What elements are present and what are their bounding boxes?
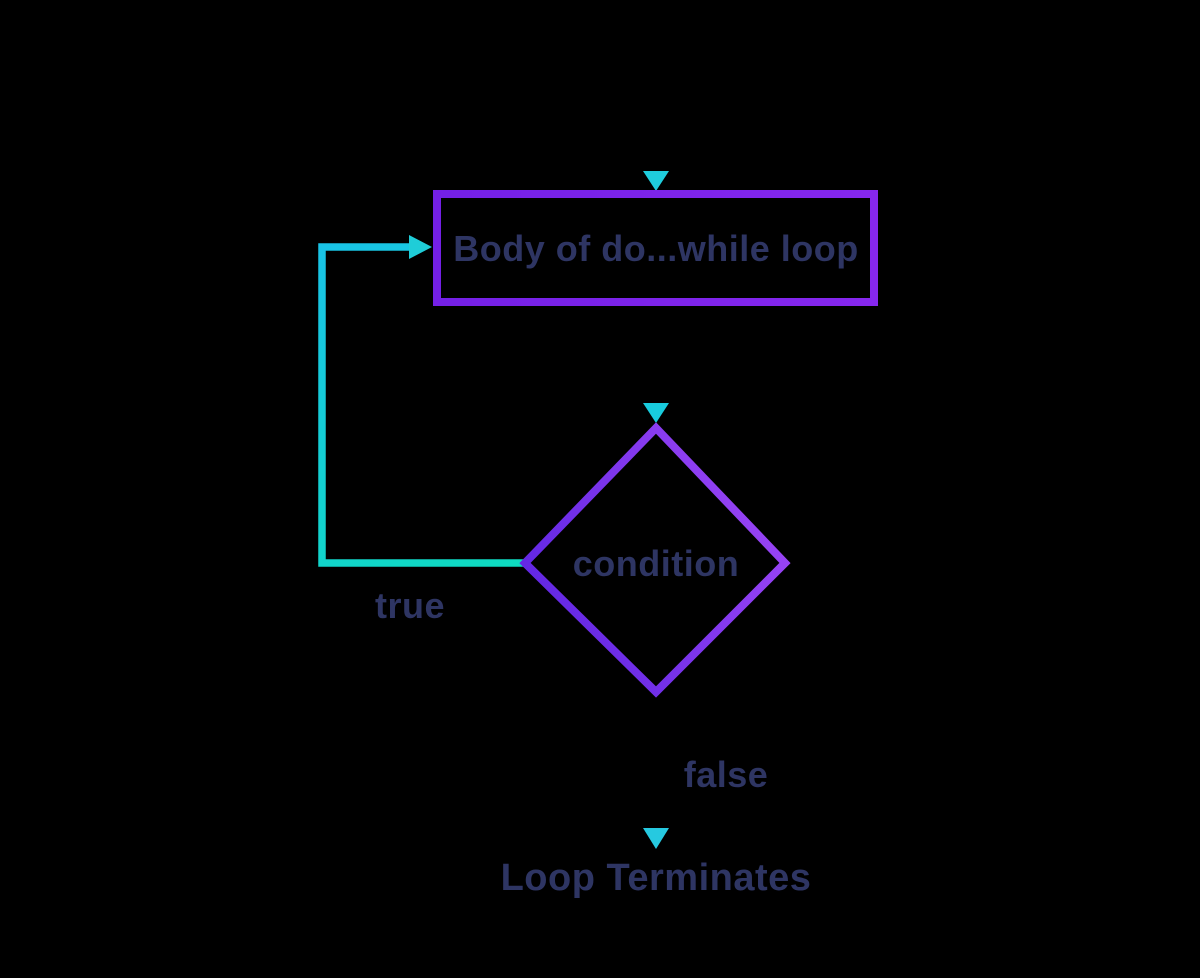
body-to-condition-arrowhead-icon: [643, 403, 669, 423]
true-loop-arrow: [318, 235, 524, 567]
condition-node-label: condition: [573, 543, 739, 584]
body-node-shape: [433, 190, 878, 306]
false-exit-arrowhead-icon: [643, 828, 669, 849]
true-branch-label: true: [375, 585, 445, 626]
entry-arrow: [643, 72, 669, 191]
body-to-condition-arrow: [643, 306, 669, 423]
false-exit-arrow: [643, 694, 669, 849]
false-branch-label: false: [684, 754, 769, 795]
body-node-label: Body of do...while loop: [453, 228, 858, 269]
true-loop-arrowhead-icon: [409, 235, 432, 259]
entry-arrowhead-icon: [643, 171, 669, 191]
condition-node-shape: [519, 422, 791, 698]
loop-terminates-label: Loop Terminates: [501, 857, 812, 899]
